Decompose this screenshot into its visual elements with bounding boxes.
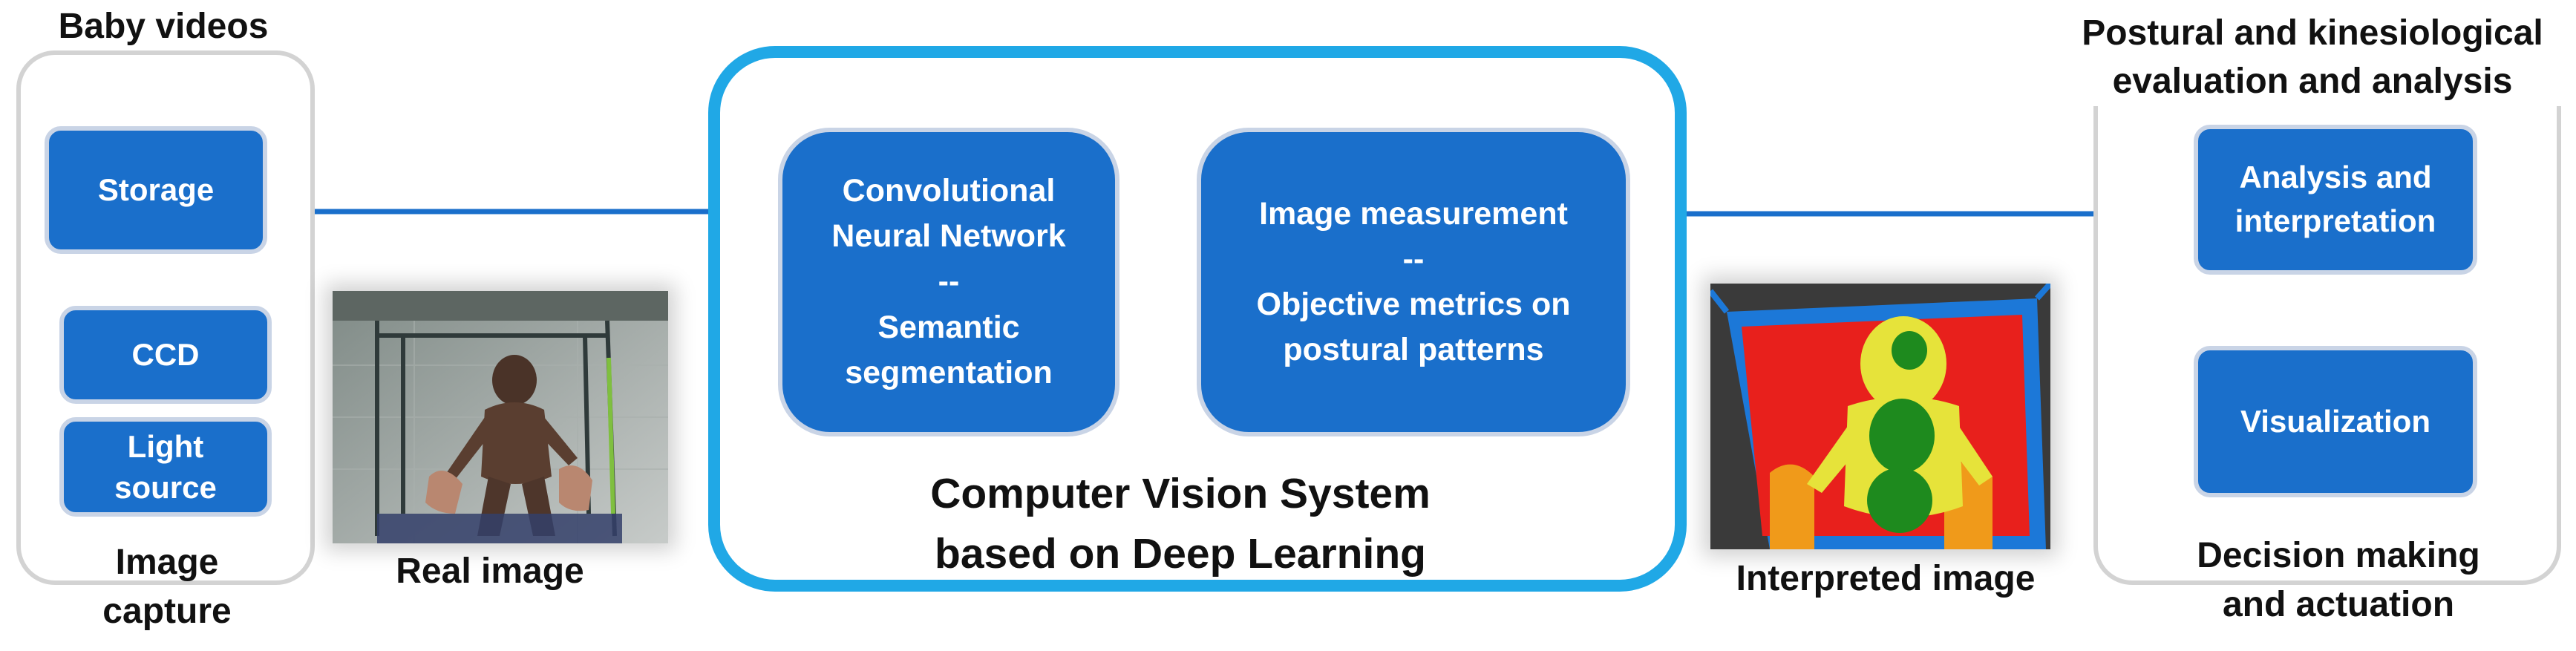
visualization-node: Visualization: [2194, 346, 2477, 497]
interpreted-image-caption: Interpreted image: [1736, 559, 2036, 598]
cv-system-caption: Computer Vision System based on Deep Lea…: [930, 470, 1431, 578]
real-image-caption: Real image: [396, 552, 584, 591]
segmentation-graphic: [1710, 284, 2050, 549]
ccd-node: CCD: [59, 306, 272, 404]
light-source-node: Light source: [59, 417, 272, 517]
evaluation-title: Postural and kinesiological evaluation a…: [2056, 9, 2569, 106]
storage-node: Storage: [45, 126, 267, 254]
baby-videos-title: Baby videos: [58, 7, 269, 46]
image-capture-caption: Image capture: [102, 543, 232, 632]
decision-making-caption: Decision making and actuation: [2197, 536, 2480, 625]
interpreted-image-photo: [1710, 284, 2050, 549]
analysis-interpretation-node: Analysis and interpretation: [2194, 125, 2477, 275]
image-measurement-node: Image measurement -- Objective metrics o…: [1197, 128, 1630, 436]
real-image-photo: [333, 291, 668, 543]
cnn-node: Convolutional Neural Network -- Semantic…: [778, 128, 1119, 436]
baby-photo-graphic: [333, 291, 668, 543]
